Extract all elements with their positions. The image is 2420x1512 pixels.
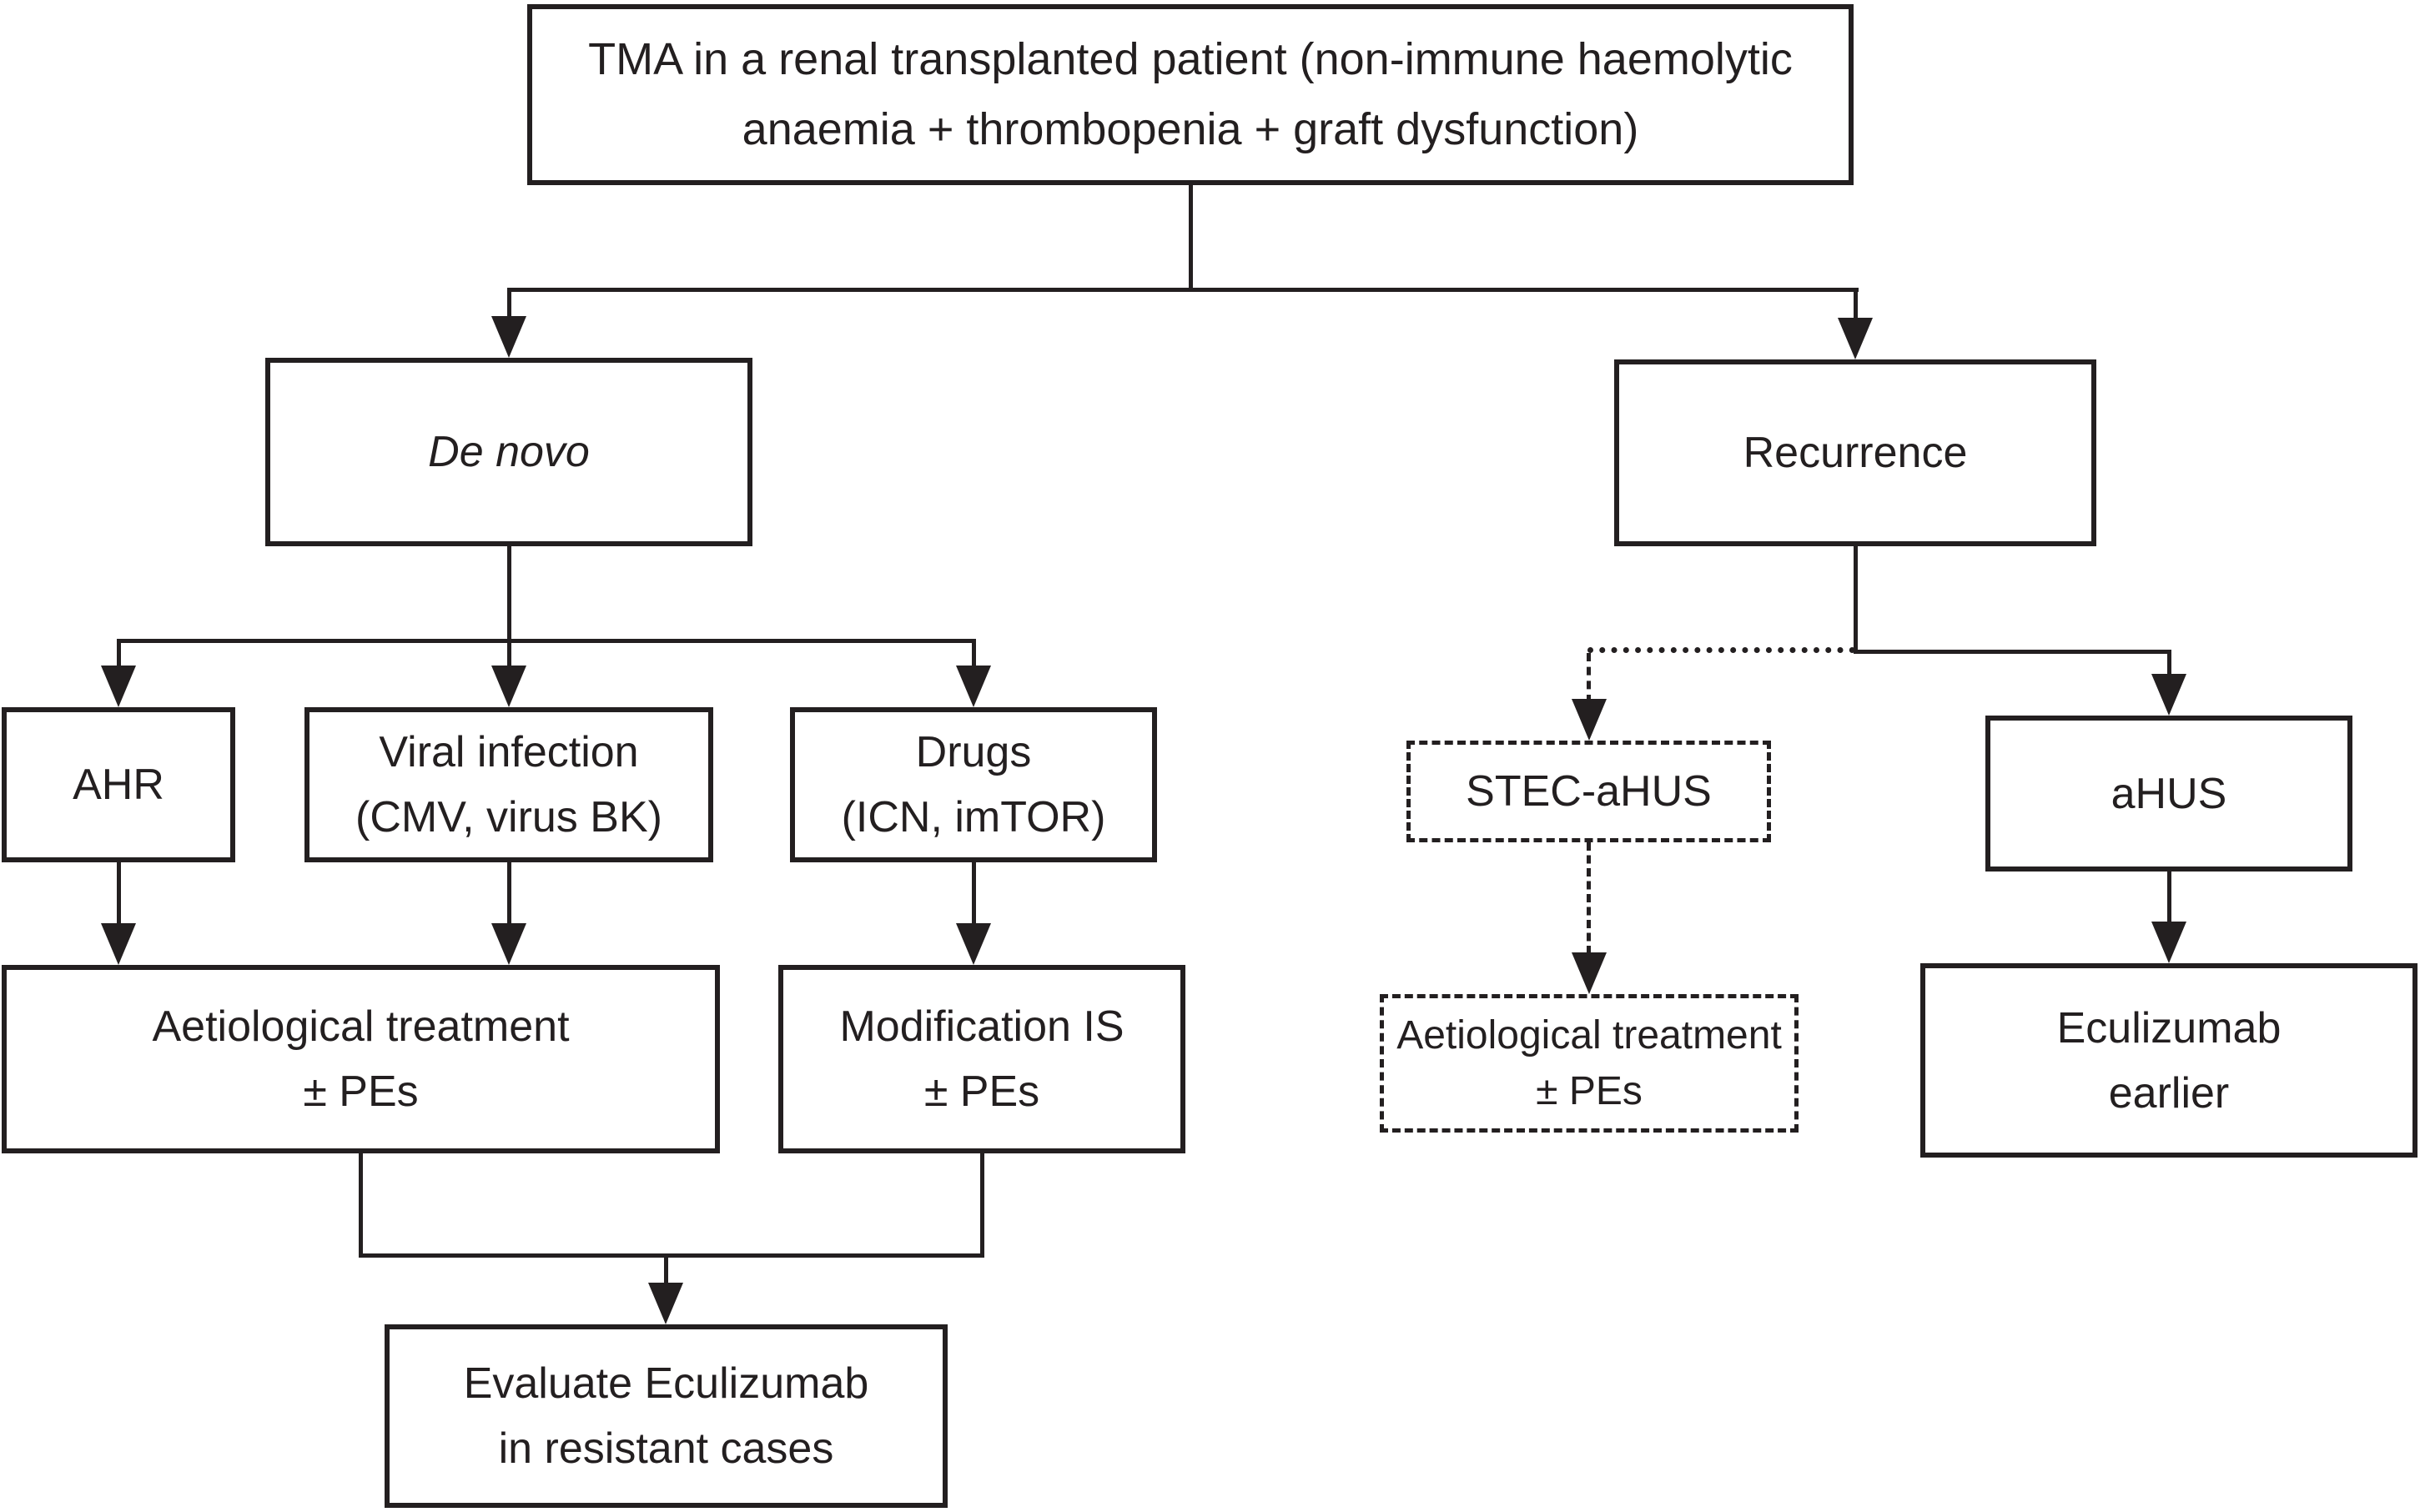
connector-recurrence-split-dotted xyxy=(1587,647,1855,653)
node-modification-is: Modification IS ± PEs xyxy=(778,965,1185,1153)
arrowhead-into-eculizumab-earlier xyxy=(2151,922,2186,963)
connector-to-evaluate xyxy=(664,1253,668,1290)
connector-to-de-novo xyxy=(507,288,511,325)
node-evaluate-eculizumab-line2: in resistant cases xyxy=(498,1424,834,1473)
connector-de-novo-split xyxy=(117,639,976,643)
connector-aetiological-down xyxy=(359,1153,363,1258)
node-viral-infection-line1: Viral infection xyxy=(379,728,639,776)
arrowhead-viral-into-aetiological xyxy=(491,923,526,965)
connector-modification-down xyxy=(980,1153,984,1258)
node-root-line2: anaemia + thrombopenia + graft dysfuncti… xyxy=(742,103,1639,154)
connector-to-drugs xyxy=(972,639,976,676)
node-evaluate-eculizumab-line1: Evaluate Eculizumab xyxy=(463,1359,869,1408)
arrowhead-into-aetiological-right xyxy=(1572,952,1607,994)
connector-to-stec-ahus xyxy=(1587,653,1591,703)
node-root-line1: TMA in a renal transplanted patient (non… xyxy=(588,33,1793,84)
arrowhead-drugs-into-modification xyxy=(956,923,991,965)
node-stec-ahus-label: STEC-aHUS xyxy=(1466,767,1712,816)
node-drugs-line1: Drugs xyxy=(915,728,1032,776)
node-eculizumab-earlier: Eculizumab earlier xyxy=(1920,963,2417,1158)
node-ahr-label: AHR xyxy=(73,761,164,809)
node-ahus-label: aHUS xyxy=(2111,769,2227,818)
node-stec-ahus: STEC-aHUS xyxy=(1406,741,1771,842)
node-aetiological-treatment-right-line1: Aetiological treatment xyxy=(1396,1012,1782,1057)
node-viral-infection-line2: (CMV, virus BK) xyxy=(355,793,662,841)
connector-to-viral-infection xyxy=(507,639,511,676)
connector-drugs-to-modification xyxy=(972,862,976,927)
node-aetiological-treatment-right: Aetiological treatment ± PEs xyxy=(1380,994,1799,1133)
arrowhead-into-ahr xyxy=(101,666,136,707)
arrowhead-into-evaluate xyxy=(648,1283,683,1324)
node-viral-infection: Viral infection (CMV, virus BK) xyxy=(304,707,713,862)
connector-ahus-to-eculizumab xyxy=(2167,872,2171,925)
connector-viral-to-aetiological xyxy=(507,862,511,927)
node-ahr: AHR xyxy=(2,707,235,862)
arrowhead-into-viral-infection xyxy=(491,666,526,707)
node-de-novo: De novo xyxy=(265,358,752,546)
node-eculizumab-earlier-line2: earlier xyxy=(2108,1068,2230,1118)
arrowhead-ahr-into-aetiological xyxy=(101,923,136,965)
connector-merge-bar xyxy=(359,1253,984,1258)
arrowhead-into-de-novo xyxy=(491,316,526,358)
arrowhead-into-ahus xyxy=(2151,674,2186,716)
connector-root-stem xyxy=(1189,185,1193,290)
connector-to-recurrence xyxy=(1854,288,1858,328)
node-aetiological-treatment-left: Aetiological treatment ± PEs xyxy=(2,965,720,1153)
node-aetiological-treatment-left-line1: Aetiological treatment xyxy=(152,1002,570,1051)
connector-de-novo-stem xyxy=(507,546,511,640)
connector-recurrence-split-solid xyxy=(1854,650,2171,654)
connector-recurrence-stem xyxy=(1854,546,1858,654)
node-modification-is-line2: ± PEs xyxy=(923,1067,1040,1116)
arrowhead-into-stec-ahus xyxy=(1572,699,1607,741)
arrowhead-into-drugs xyxy=(956,666,991,707)
node-modification-is-line1: Modification IS xyxy=(839,1002,1124,1051)
node-drugs-line2: (ICN, imTOR) xyxy=(841,793,1106,841)
connector-root-split xyxy=(507,288,1859,292)
node-root: TMA in a renal transplanted patient (non… xyxy=(527,4,1854,185)
connector-stec-to-aetiological-right xyxy=(1587,842,1591,954)
node-aetiological-treatment-left-line2: ± PEs xyxy=(303,1067,419,1116)
node-drugs: Drugs (ICN, imTOR) xyxy=(790,707,1157,862)
node-recurrence-label: Recurrence xyxy=(1743,429,1968,477)
node-aetiological-treatment-right-line2: ± PEs xyxy=(1536,1069,1643,1113)
node-ahus: aHUS xyxy=(1985,716,2352,872)
node-eculizumab-earlier-line1: Eculizumab xyxy=(2056,1003,2282,1052)
connector-to-ahr xyxy=(117,639,121,676)
node-de-novo-label: De novo xyxy=(428,428,590,476)
arrowhead-into-recurrence xyxy=(1838,318,1873,359)
node-evaluate-eculizumab: Evaluate Eculizumab in resistant cases xyxy=(385,1324,948,1508)
node-recurrence: Recurrence xyxy=(1614,359,2096,546)
connector-to-ahus xyxy=(2167,650,2171,683)
connector-ahr-to-aetiological xyxy=(117,862,121,927)
